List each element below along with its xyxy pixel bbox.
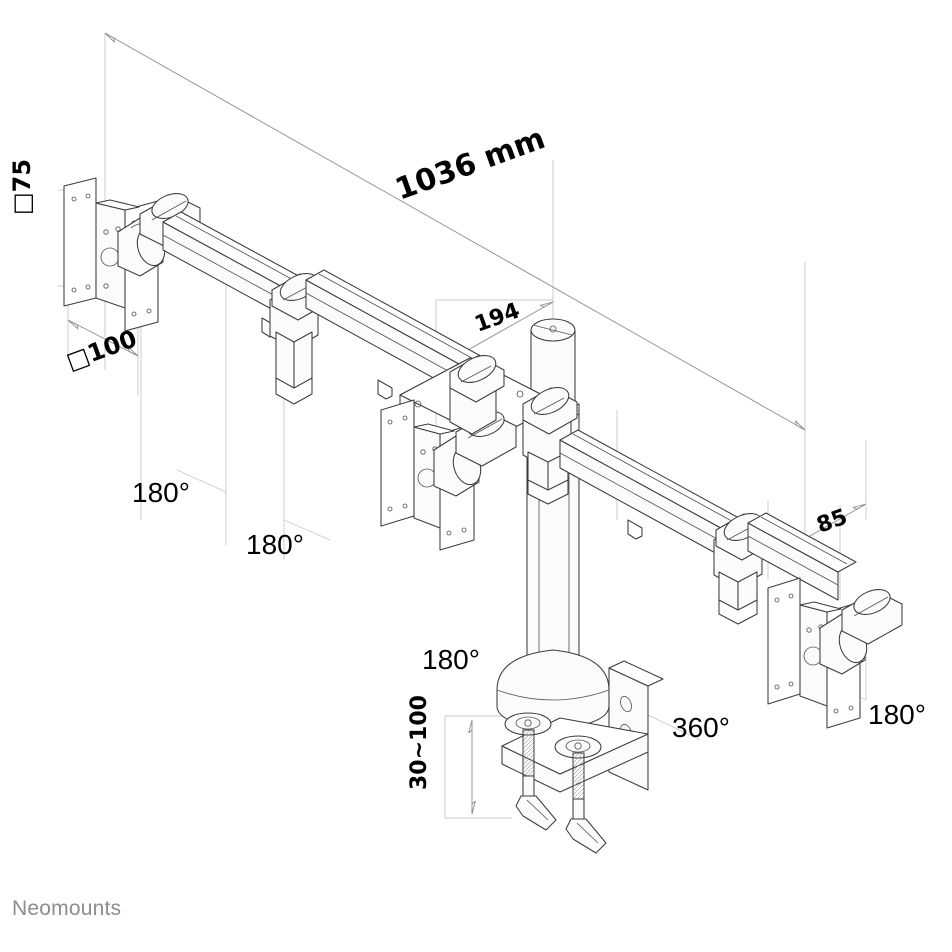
rotation-label-left-arm-joint: 180° <box>246 529 304 560</box>
dimension-desk-thickness <box>444 715 512 819</box>
dimension-1036 <box>105 32 805 431</box>
dimension-label-vesa-75: □75 <box>8 159 36 215</box>
dimension-label-194: 194 <box>472 298 524 337</box>
dimension-label-85: 85 <box>814 505 851 539</box>
right-tilt-head <box>819 589 903 675</box>
right-arm-segment <box>559 429 749 562</box>
rotation-label-right-monitor-tilt: 180° <box>868 699 926 730</box>
dimension-label-1036: 1036 mm <box>391 121 550 207</box>
dimension-label-vesa-100: □100 <box>62 324 140 375</box>
brand-wordmark: Neomounts <box>12 897 121 920</box>
rotation-label-column-base-swivel: 180° <box>422 644 480 675</box>
rotation-label-left-monitor-tilt: 180° <box>132 477 190 508</box>
desk-clamp <box>496 649 664 854</box>
right-arm-segment-outer <box>747 512 857 601</box>
center-column <box>526 318 580 690</box>
rotation-label-column-rotation: 360° <box>672 712 730 743</box>
dimension-label-desk-thickness: 30~100 <box>407 695 432 790</box>
left-tilt-head <box>117 193 201 277</box>
left-arm-segment-inner <box>305 269 489 400</box>
center-upper-joint <box>449 355 505 435</box>
